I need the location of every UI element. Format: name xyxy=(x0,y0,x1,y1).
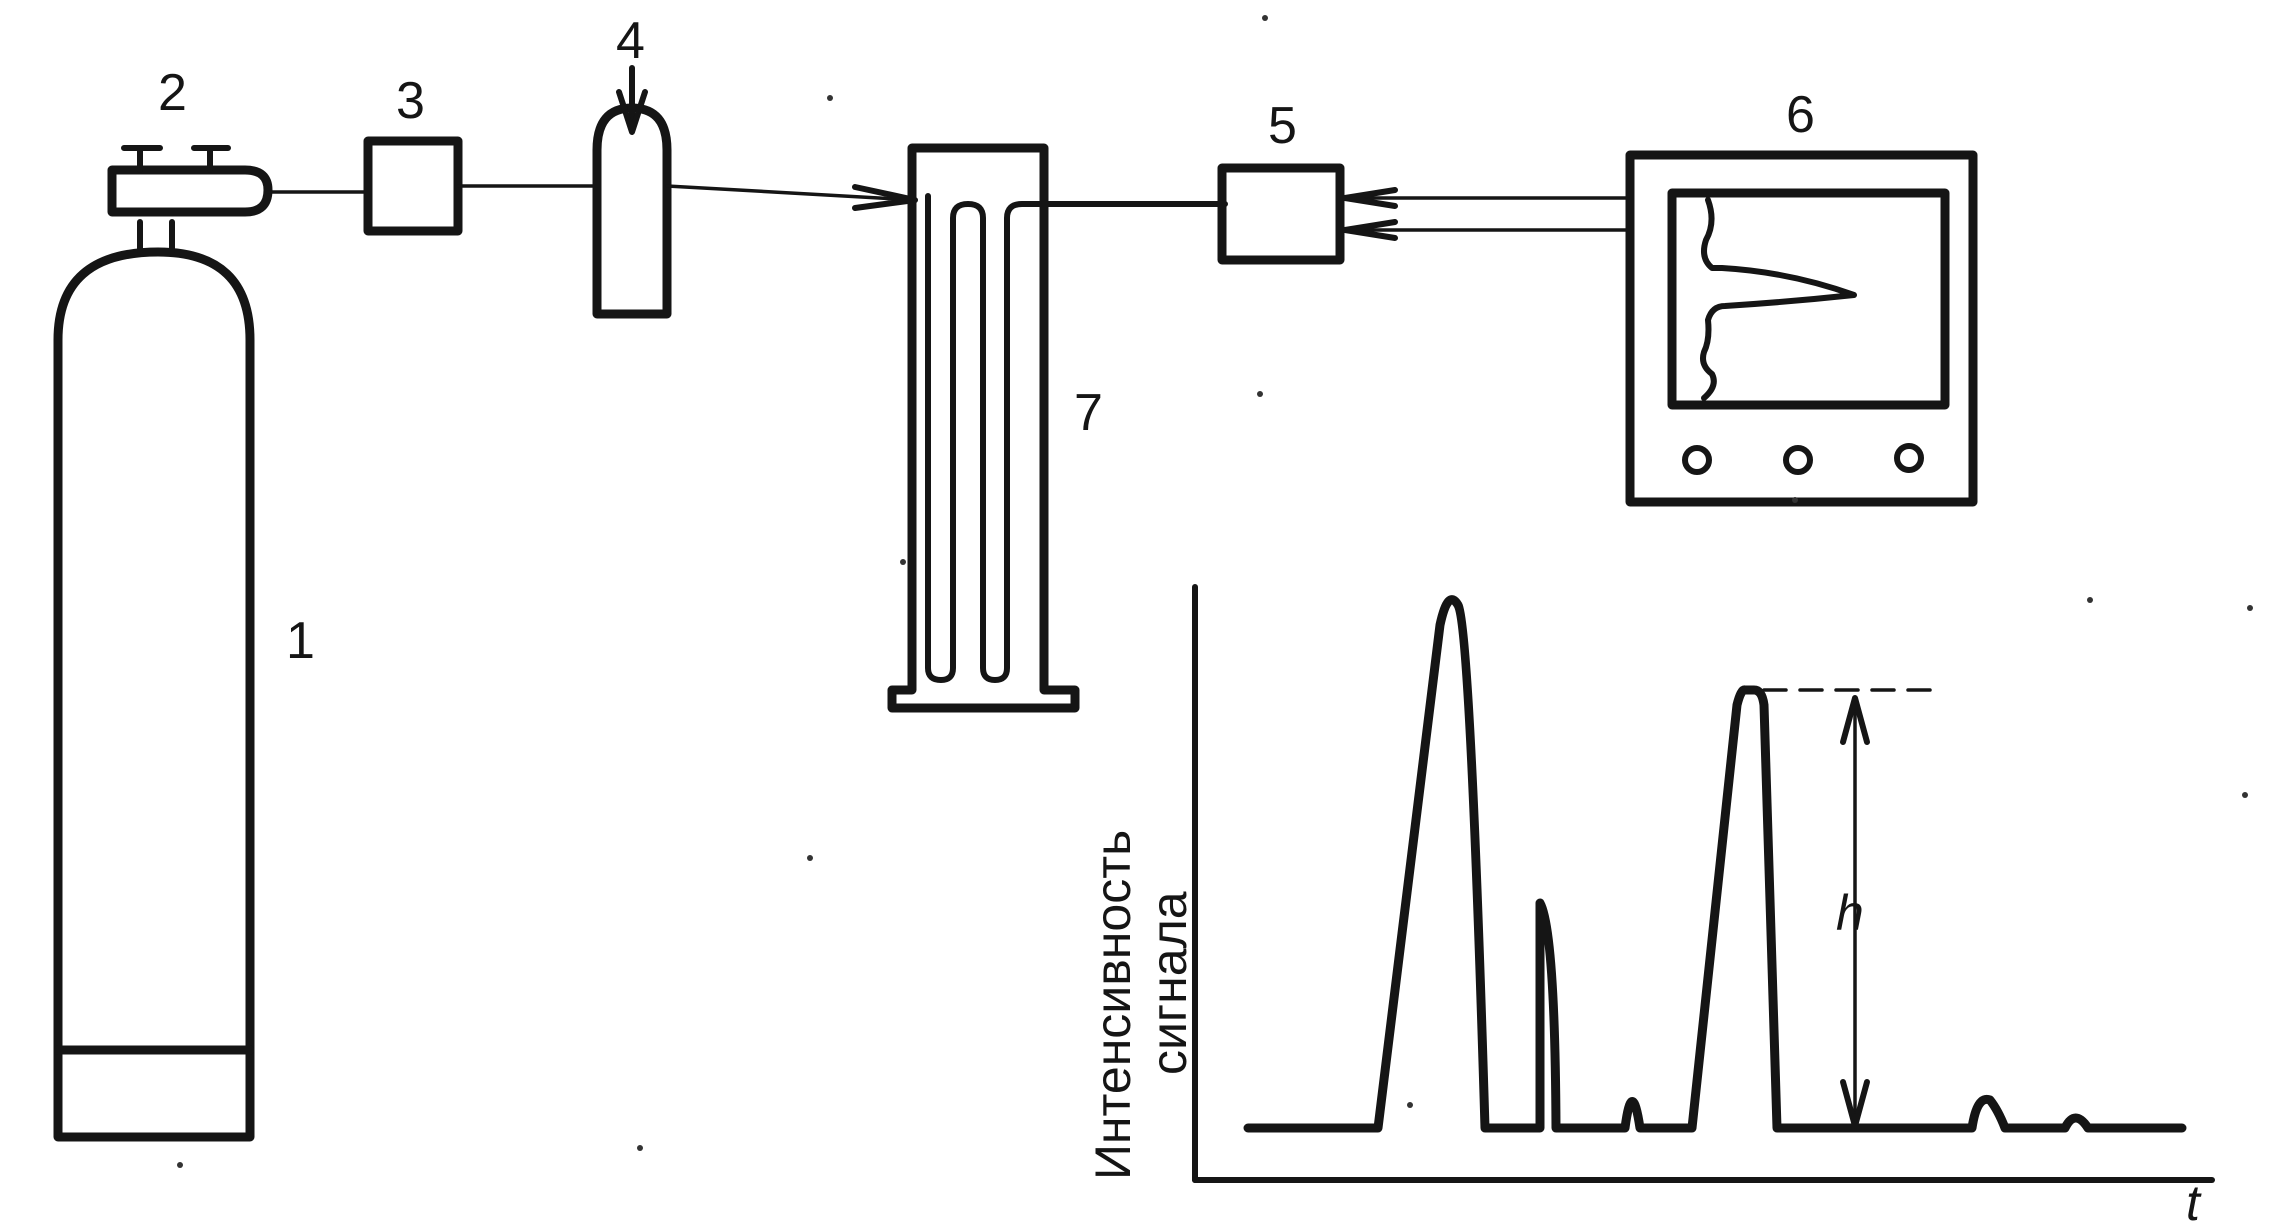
chromatographic-column xyxy=(887,143,1228,713)
pressure-regulator xyxy=(107,145,273,217)
y-axis-label-line2: сигнала xyxy=(1141,891,1197,1075)
recorder-knob-center xyxy=(1783,445,1813,475)
label-recorder: 6 xyxy=(1786,86,1815,144)
chromatogram-trace xyxy=(1243,595,2187,1133)
y-axis-label: Интенсивность сигнала xyxy=(1085,830,1197,1180)
gas-cylinder xyxy=(53,219,255,1142)
label-column: 7 xyxy=(1074,384,1103,442)
recorder-knob-left xyxy=(1682,445,1712,475)
label-injector: 4 xyxy=(616,12,645,70)
label-amplifier: 5 xyxy=(1268,97,1297,155)
peak-height-arrow xyxy=(1840,695,1870,1129)
label-flow-controller: 3 xyxy=(396,72,425,130)
chromatogram xyxy=(1192,584,2215,1183)
print-specks xyxy=(177,15,2253,1168)
x-axis-label: t xyxy=(2186,1175,2202,1222)
flow-controller xyxy=(363,136,463,236)
amplifier-block xyxy=(1217,163,1345,265)
recorder-device xyxy=(1625,150,1978,507)
sample-injector xyxy=(592,65,672,319)
recorder-knob-right xyxy=(1894,443,1924,473)
y-axis-label-line1: Интенсивность xyxy=(1085,830,1141,1180)
signal-lines xyxy=(1342,187,1629,241)
peak-height-label: h xyxy=(1836,885,1864,941)
gas-line-3 xyxy=(665,184,918,211)
label-regulator: 2 xyxy=(158,64,187,122)
label-cylinder: 1 xyxy=(286,612,315,670)
